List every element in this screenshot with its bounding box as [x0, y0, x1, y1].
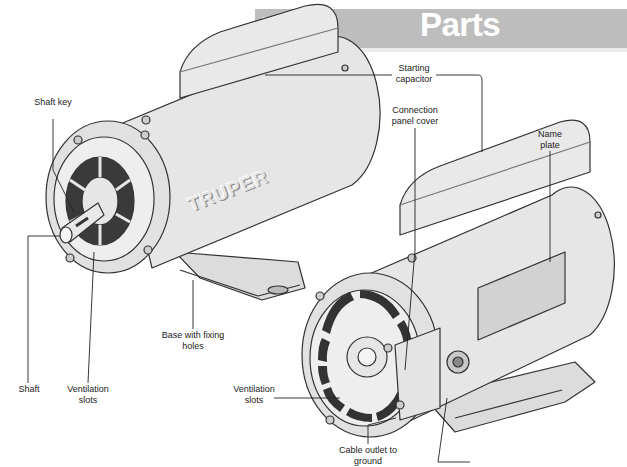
part-label: Ventilation slots	[228, 384, 280, 405]
page-title: Parts	[380, 6, 540, 44]
motor-front	[46, 4, 380, 300]
part-label: Shaft key	[33, 97, 73, 108]
part-label: Ventilation slots	[62, 384, 114, 405]
part-label: Base with fixing holes	[160, 330, 226, 351]
part-label: Connection panel cover	[387, 105, 443, 126]
leader-lines	[28, 75, 550, 462]
part-label: Cable outlet to ground	[336, 445, 400, 466]
part-label: Name plate	[528, 129, 572, 150]
motor-rear	[302, 120, 614, 437]
part-label: Shaft	[12, 384, 46, 395]
part-label: Starting capacitor	[388, 63, 440, 84]
